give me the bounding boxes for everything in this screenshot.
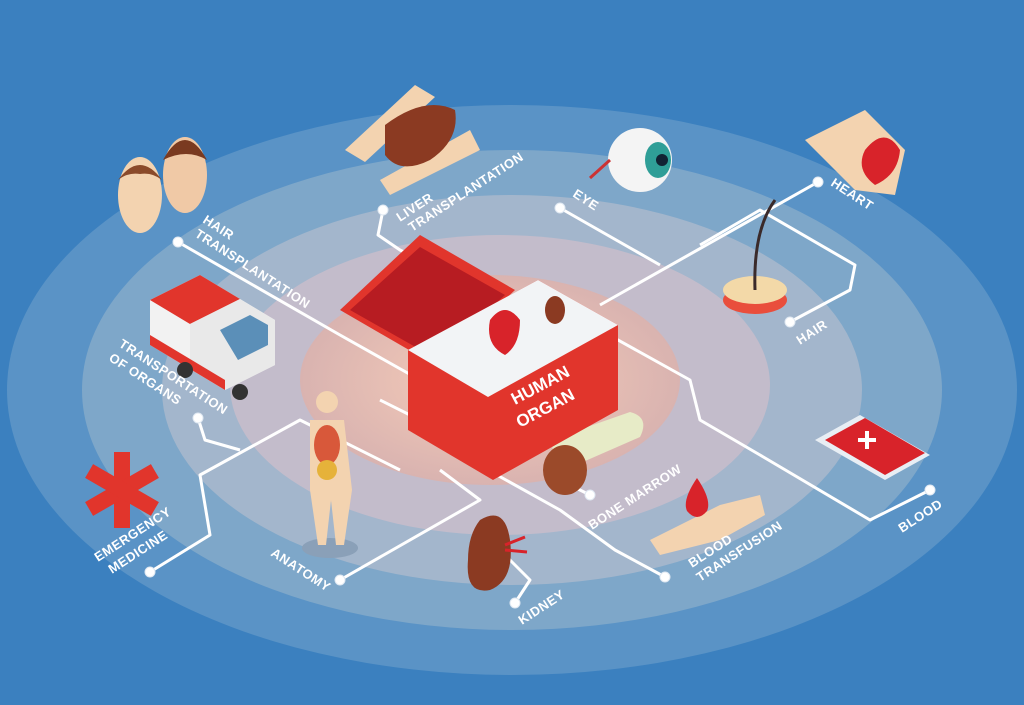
liver-hands-illustration [345, 85, 480, 195]
blood-bag-illustration [815, 415, 930, 480]
connector-endpoints [144, 176, 936, 609]
kidney-illustration [467, 515, 528, 591]
bone-marrow-illustration [543, 412, 644, 495]
heart-hand-illustration [805, 110, 905, 195]
hair-follicle-illustration [723, 199, 787, 314]
human-organ-cooler-box: HUMAN ORGAN [340, 235, 618, 480]
connector-lines [149, 180, 931, 604]
anatomy-body-illustration [302, 391, 358, 558]
blood-drop-hand-illustration [650, 478, 765, 555]
eye-illustration [588, 128, 672, 192]
star-of-life-icon [85, 452, 159, 528]
heads-illustration [118, 137, 207, 233]
ambulance-illustration [150, 275, 275, 400]
